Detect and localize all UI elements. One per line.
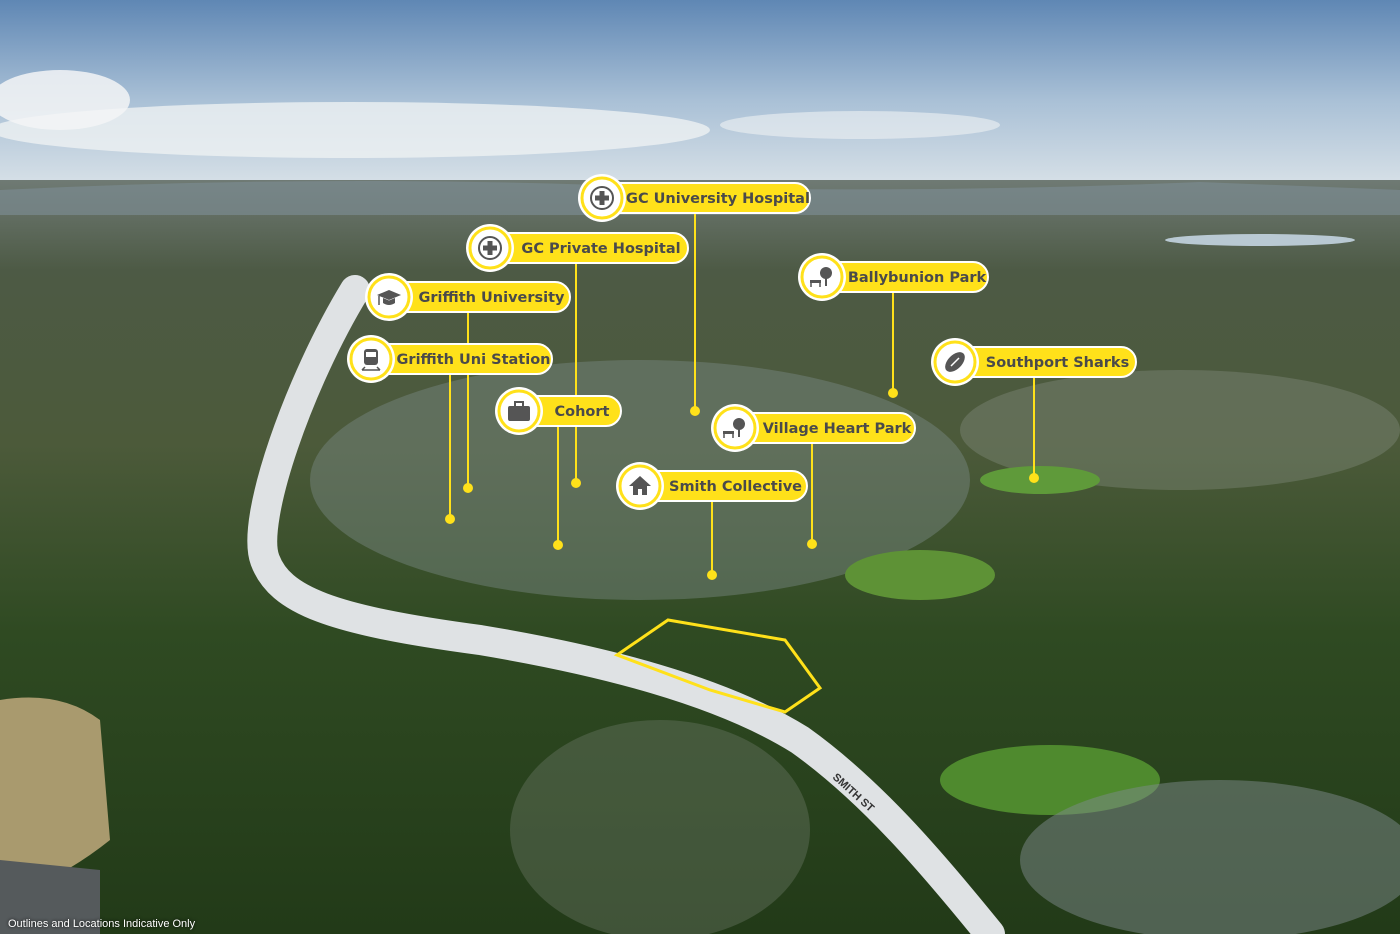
leader-dot (463, 483, 473, 493)
marker-label: Village Heart Park (763, 421, 912, 437)
marker-southport-sharks[interactable]: Southport Sharks (931, 338, 1137, 483)
marker-griffith-university[interactable]: Griffith University (365, 273, 571, 493)
train-icon (361, 349, 381, 371)
graduation-cap-icon (377, 290, 401, 305)
marker-label: Griffith Uni Station (397, 352, 551, 368)
hospital-cross-icon (478, 236, 502, 260)
park-bench-tree-icon (810, 267, 832, 287)
marker-label: Southport Sharks (986, 355, 1129, 371)
park-bench-tree-icon (723, 418, 745, 438)
marker-gc-university-hospital[interactable]: GC University Hospital (578, 174, 811, 416)
marker-cohort[interactable]: Cohort (495, 387, 622, 550)
football-icon (945, 352, 965, 372)
marker-ballybunion-park[interactable]: Ballybunion Park (798, 253, 989, 398)
marker-smith-collective[interactable]: Smith Collective (616, 462, 808, 580)
site-outline (613, 618, 823, 714)
leader-dot (445, 514, 455, 524)
leader-dot (1029, 473, 1039, 483)
leader-dot (690, 406, 700, 416)
marker-gc-private-hospital[interactable]: GC Private Hospital (466, 224, 689, 488)
leader-dot (553, 540, 563, 550)
marker-label: Griffith University (419, 290, 566, 306)
leader-dot (807, 539, 817, 549)
marker-griffith-uni-station[interactable]: Griffith Uni Station (347, 335, 553, 524)
marker-label: Cohort (555, 404, 610, 420)
briefcase-icon (508, 401, 530, 421)
marker-label: GC University Hospital (626, 191, 810, 207)
hospital-cross-icon (590, 186, 614, 210)
disclaimer-text: Outlines and Locations Indicative Only (8, 918, 196, 930)
marker-label: GC Private Hospital (521, 241, 680, 257)
leader-dot (888, 388, 898, 398)
leader-dot (707, 570, 717, 580)
marker-village-heart-park[interactable]: Village Heart Park (711, 404, 916, 549)
leader-dot (571, 478, 581, 488)
marker-label: Ballybunion Park (848, 270, 987, 286)
house-icon (629, 476, 651, 495)
marker-label: Smith Collective (669, 479, 802, 495)
